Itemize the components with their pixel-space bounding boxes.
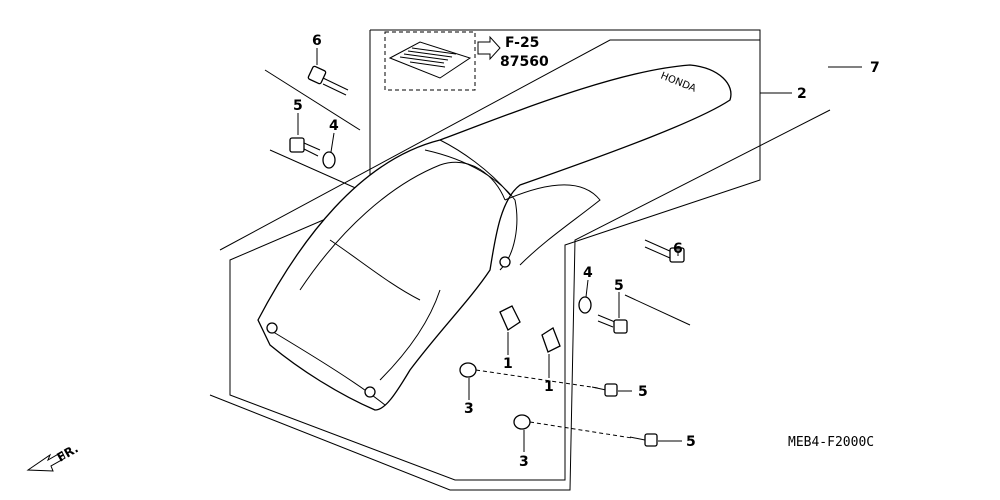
outer-boundary [219,39,760,251]
leader-5-middle [475,369,599,389]
callout-4-right: 4 [583,265,593,281]
callout-4-upper: 4 [329,118,339,134]
callout-1-right: 1 [544,379,554,395]
collar-4-upper-left [322,151,336,169]
leader-4b [585,279,589,298]
callout-6-upper: 6 [312,33,322,49]
callout-5-right: 5 [614,278,624,294]
callout-6-right: 6 [673,241,683,257]
diagram-code: MEB4-F2000C [788,435,874,450]
callout-3-upper: 3 [464,401,474,417]
callout-5-middle: 5 [638,384,648,400]
callout-3-lower: 3 [519,454,529,470]
collar-4-right [578,296,592,314]
callout-5-lower: 5 [686,434,696,450]
bolt-5-lower [629,433,658,447]
leader-line-right [624,294,691,326]
bolt-5-right [597,314,628,334]
bolt-5-middle [591,383,618,397]
clip-1-left [499,305,521,331]
rear-fender: HONDA [257,64,732,411]
leader-4a [330,132,335,153]
reference-box [384,31,476,91]
grommet-3-lower [513,414,531,430]
manual-icon [388,41,472,79]
outer-boundary-lower [209,109,831,491]
callout-2: 2 [797,86,807,102]
bolt-5-upper-left [289,137,321,157]
reference-arrow-icon [477,35,501,61]
group-outline-7 [229,29,761,481]
reference-section: F-25 [505,35,539,51]
bolt-6-upper-left [307,65,349,96]
reference-part-number: 87560 [500,54,549,70]
grommet-3-upper [459,362,477,378]
callout-1-left: 1 [503,356,513,372]
leader-5-lower [529,421,633,439]
front-direction-arrow-icon [26,451,66,472]
direction-label: FR. [55,441,81,464]
clip-1-right [541,327,561,353]
bolt-6-right [644,239,685,263]
leader-line-top-left [264,69,361,131]
callout-7: 7 [870,60,880,76]
callout-5-upper: 5 [293,98,303,114]
leader-line-left [269,149,361,191]
